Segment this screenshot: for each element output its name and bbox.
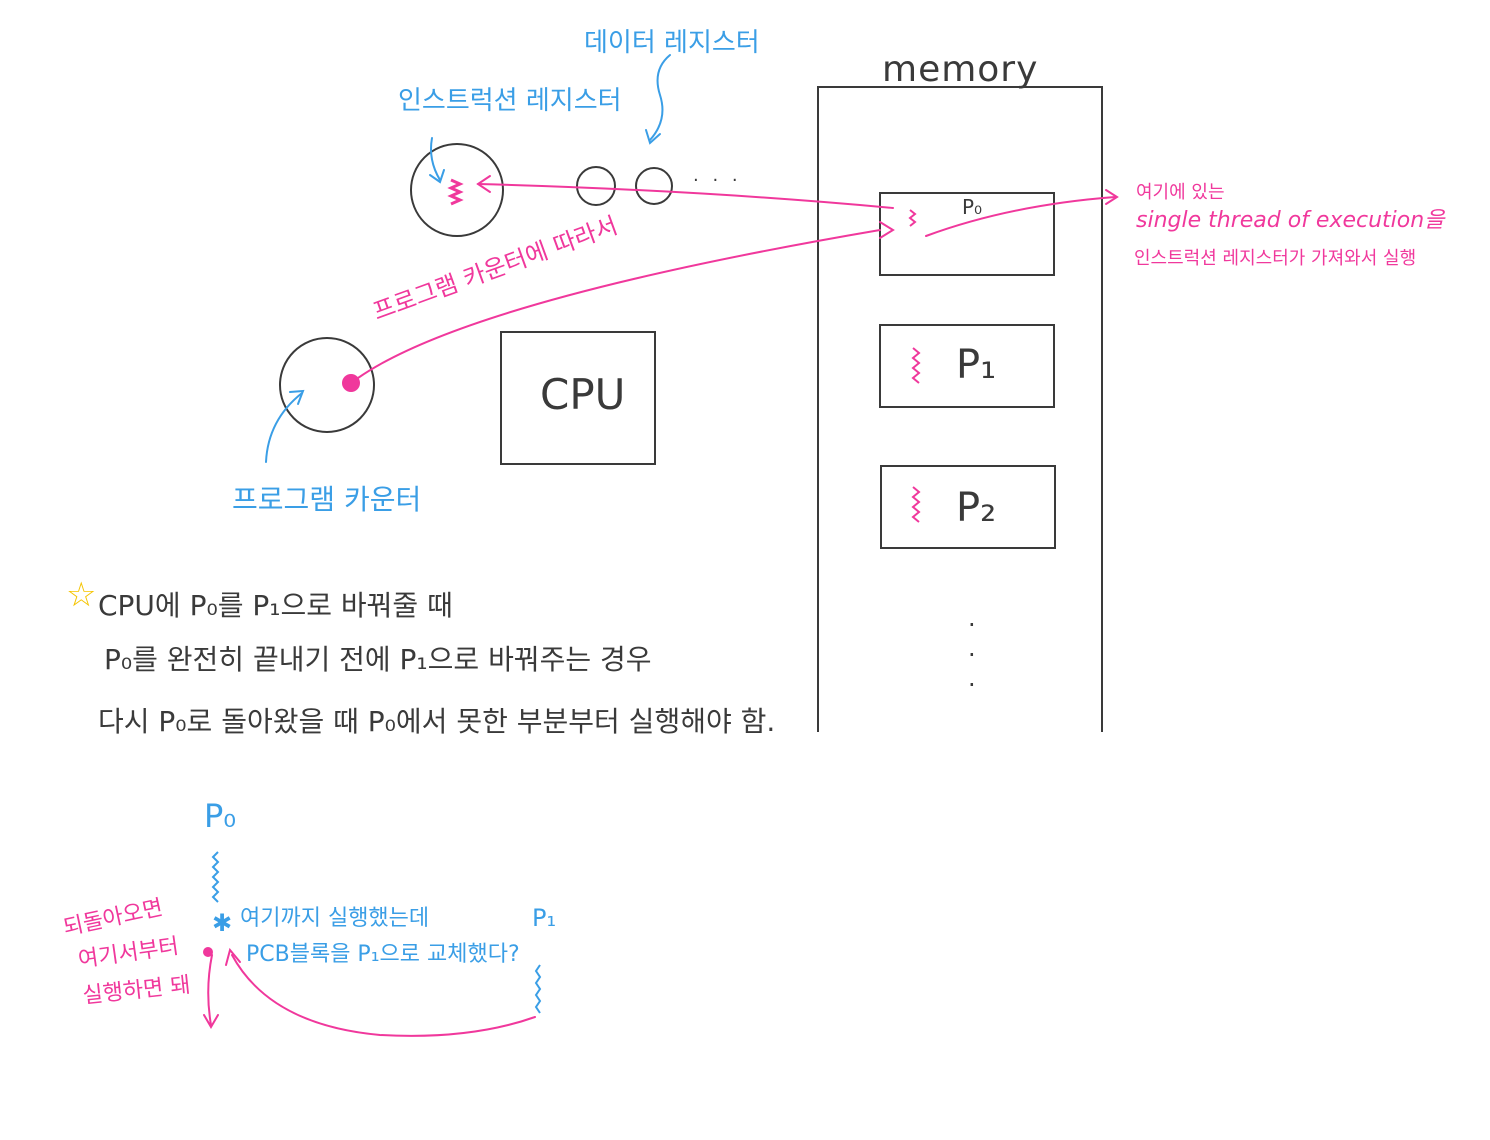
side-note-line-3: 인스트럭션 레지스터가 가져와서 실행 <box>1134 248 1417 269</box>
bottom-resume-dot <box>203 947 213 957</box>
bottom-p0-squiggle <box>211 851 220 903</box>
program-counter-circle <box>279 337 375 433</box>
data-register-label: 데이터 레지스터 <box>584 28 760 58</box>
thread-squiggle-p0 <box>908 209 917 227</box>
bottom-resume-arrow <box>203 954 219 1029</box>
bottom-p1-label: P₁ <box>532 904 557 932</box>
cpu-box <box>500 331 656 465</box>
instruction-register-circle <box>410 143 504 237</box>
memory-p0-label: P₀ <box>962 195 983 219</box>
bottom-p1-squiggle <box>534 964 542 1014</box>
instruction-register-label: 인스트럭션 레지스터 <box>398 86 622 116</box>
memory-column <box>817 86 1103 732</box>
bottom-executed-label: 여기까지 실행했는데 <box>240 906 430 931</box>
note-line-3: 다시 P₀로 돌아왔을 때 P₀에서 못한 부분부터 실행해야 함. <box>98 705 776 738</box>
memory-p1-label: P₁ <box>956 342 997 388</box>
program-counter-label: 프로그램 카운터 <box>232 483 422 516</box>
memory-label: memory <box>882 49 1039 90</box>
memory-dots: · · · <box>968 611 976 699</box>
pink-arrows <box>225 175 1119 1037</box>
blue-arrows <box>265 54 671 463</box>
program-counter-dot <box>342 374 360 392</box>
data-register-circle-2 <box>635 167 673 205</box>
note-line-1: CPU에 P₀를 P₁으로 바꿔줄 때 <box>98 589 453 622</box>
data-register-circle-1 <box>576 166 616 206</box>
memory-box-p1 <box>879 324 1055 408</box>
bottom-pcb-label: PCB블록을 P₁으로 교체했다? <box>246 942 520 967</box>
side-note-line-2: single thread of execution을 <box>1136 208 1445 233</box>
cpu-label: CPU <box>540 370 626 419</box>
side-note-line-1: 여기에 있는 <box>1136 182 1225 203</box>
memory-box-p2 <box>880 465 1056 549</box>
bottom-p0-label: P₀ <box>204 797 237 835</box>
memory-p2-label: P₂ <box>956 485 997 531</box>
instruction-squiggle <box>447 178 464 206</box>
bottom-p0-star: ✱ <box>212 909 232 937</box>
thread-squiggle-p1 <box>911 347 921 384</box>
thread-squiggle-p2 <box>911 486 921 523</box>
memory-box-p0 <box>879 192 1055 276</box>
note-star-icon: ☆ <box>66 575 96 615</box>
note-line-2: P₀를 완전히 끝내기 전에 P₁으로 바꿔주는 경우 <box>104 643 652 676</box>
register-dots: · · · <box>693 170 742 191</box>
